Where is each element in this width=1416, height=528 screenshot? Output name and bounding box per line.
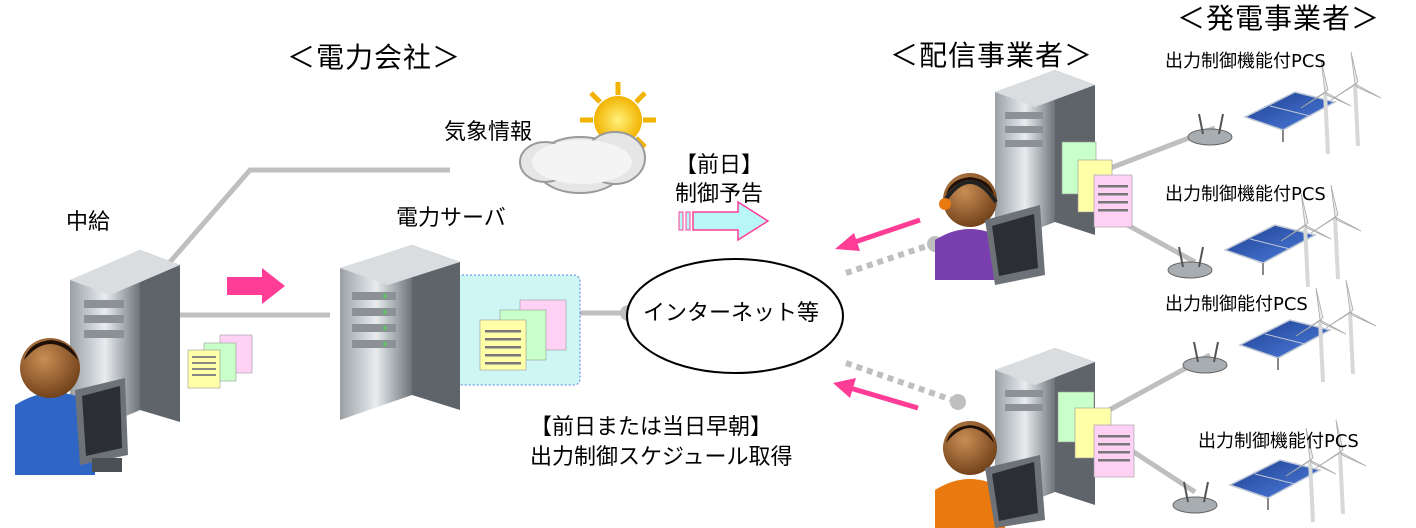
distributor-operator-bottom-icon [935, 421, 1045, 528]
wind-turbine-icon [1330, 51, 1382, 147]
router-icon [1187, 128, 1233, 146]
pink-arrows-left [833, 217, 921, 411]
wind-turbine-icon [1295, 287, 1347, 383]
internet-ellipse [626, 258, 844, 374]
header-generator: ＜発電事業者＞ [1177, 2, 1381, 35]
server-calendar-icons [479, 299, 567, 371]
distributor-calendar-bottom [1057, 391, 1135, 478]
pink-arrow-1 [227, 268, 285, 304]
pcs-label-3: 出力制御能付PCS [1165, 294, 1308, 315]
relay-operator-icon [15, 338, 128, 475]
wind-turbine-icon [1315, 419, 1367, 515]
cyan-arrow [678, 200, 770, 242]
label-schedule-fetch: 【前日または当日早朝】 出力制御スケジュール取得 [530, 415, 793, 470]
dotted-links [845, 242, 959, 405]
wind-turbine-icon [1280, 192, 1332, 288]
pcs-unit-4 [1172, 419, 1367, 523]
wind-turbine-icon [1310, 184, 1362, 280]
label-power-server: 電力サーバ [396, 206, 506, 231]
header-distributor: ＜配信事業者＞ [890, 39, 1094, 72]
pcs-unit-3 [1182, 279, 1377, 383]
router-icon [1182, 356, 1228, 374]
pcs-label-4: 出力制御機能付PCS [1198, 431, 1359, 452]
pcs-label-1: 出力制御機能付PCS [1165, 51, 1326, 72]
wind-turbine-icon [1325, 279, 1377, 375]
wind-turbine-icon [1300, 59, 1352, 155]
pcs-units [1167, 51, 1382, 523]
power-server-icon [340, 245, 460, 420]
relay-calendar-icons [187, 334, 253, 389]
distributor-calendar-top [1061, 141, 1133, 228]
label-weather-info: 気象情報 [444, 120, 533, 145]
router-icon [1167, 261, 1213, 279]
wind-turbine-icon [1285, 427, 1337, 523]
pcs-label-2: 出力制御機能付PCS [1165, 184, 1326, 205]
label-internet: インターネット等 [643, 301, 820, 326]
pcs-unit-2 [1167, 184, 1362, 288]
router-icon [1172, 496, 1218, 514]
label-relay: 中給 [66, 210, 111, 235]
distributor-operator-top-icon [935, 173, 1045, 285]
sun-cloud-icon [519, 82, 656, 194]
header-power-company: ＜電力会社＞ [287, 41, 462, 74]
label-prior-notice: 【前日】 制御予告 [675, 153, 764, 207]
weather-line [148, 167, 450, 287]
pcs-unit-1 [1187, 51, 1382, 155]
